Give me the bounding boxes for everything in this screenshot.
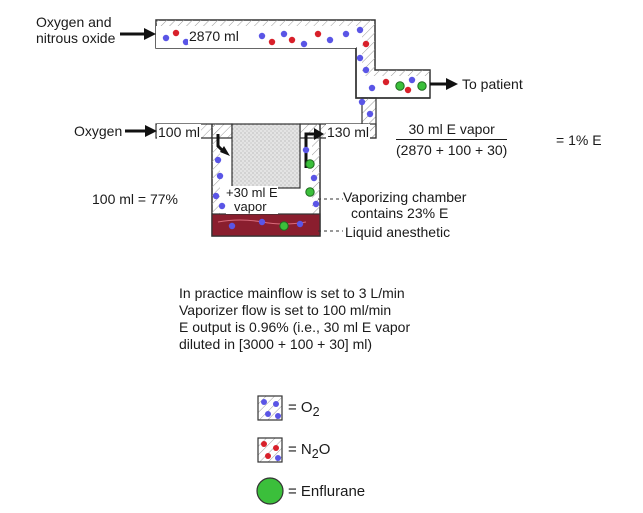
oxygen-molecule	[300, 40, 308, 48]
oxygen-molecule	[214, 156, 222, 164]
label-chamber-desc-line-2: contains 23% E	[351, 205, 449, 221]
arrow-chamber-up-head	[314, 128, 324, 140]
oxygen-molecule	[162, 34, 170, 42]
oxygen-molecule	[228, 222, 236, 230]
label-vaporizer-in-flow: 100 ml	[157, 124, 202, 140]
legend-nitrous-oxide-dot	[273, 445, 279, 451]
legend-nitrous-oxide-dot	[265, 453, 271, 459]
label-inlet-main: Oxygen and nitrous oxide	[36, 14, 115, 46]
leader-lines	[318, 198, 343, 232]
legend-oxygen-dot	[275, 413, 281, 419]
legend-label-nitrous-oxide: = N2O	[288, 441, 330, 461]
oxygen-molecule	[368, 84, 376, 92]
oxygen-molecule	[212, 192, 220, 200]
oxygen-molecule	[258, 32, 266, 40]
legend-oxygen-dot	[261, 399, 267, 405]
practice-note: In practice mainflow is set to 3 L/min V…	[179, 285, 410, 353]
arrow-to-patient-head	[446, 78, 458, 90]
legend-oxygen-prefix: = O	[288, 399, 313, 416]
oxygen-molecule	[408, 76, 416, 84]
practice-note-line-4: diluted in [3000 + 100 + 30] ml)	[179, 336, 373, 352]
oxygen-molecule	[356, 54, 364, 62]
label-chamber-desc-line-1: Vaporizing chamber	[343, 189, 467, 205]
oxygen-molecule	[182, 38, 190, 46]
label-to-patient: To patient	[462, 76, 523, 92]
legend-dots	[261, 399, 281, 461]
formula-denominator: (2870 + 100 + 30)	[396, 142, 508, 158]
oxygen-molecule	[326, 36, 334, 44]
enflurane-molecule	[305, 187, 315, 197]
arrow-inlet-main-head	[144, 28, 156, 40]
legend-oxygen-dot	[275, 455, 281, 461]
oxygen-molecule	[216, 172, 224, 180]
label-liquid: Liquid anesthetic	[345, 224, 451, 240]
label-inlet-main-line-1: Oxygen and	[36, 14, 112, 30]
oxygen-molecule	[356, 26, 364, 34]
nitrous-oxide-molecule	[268, 38, 276, 46]
label-percent-left: 100 ml = 77%	[92, 191, 178, 207]
nitrous-oxide-molecule	[314, 30, 322, 38]
enflurane-molecule	[417, 81, 427, 91]
oxygen-molecule	[312, 200, 320, 208]
legend-enflurane-prefix: = Enflurane	[288, 483, 366, 500]
label-chamber-vapor-line-1: +30 ml E	[226, 185, 278, 200]
oxygen-molecule	[218, 202, 226, 210]
formula-fraction: 30 ml E vapor (2870 + 100 + 30)	[396, 121, 508, 158]
molecules	[162, 26, 427, 231]
enflurane-molecule	[305, 159, 315, 169]
legend-swatch-enflurane	[256, 477, 284, 505]
label-inlet-main-line-2: nitrous oxide	[36, 30, 116, 46]
practice-note-line-3: E output is 0.96% (i.e., 30 ml E vapor	[179, 319, 411, 335]
liquid-anesthetic-layer	[211, 213, 321, 237]
flow-arrows	[120, 28, 458, 168]
legend-label-oxygen: = O2	[288, 399, 320, 419]
label-main-flow: 2870 ml	[188, 28, 240, 44]
arrow-chamber-down-head	[220, 146, 230, 156]
legend-oxygen-dot	[273, 401, 279, 407]
legend-oxygen-dot	[265, 411, 271, 417]
practice-note-line-2: Vaporizer flow is set to 100 ml/min	[179, 302, 392, 318]
formula-result: = 1% E	[556, 132, 602, 148]
enflurane-molecule	[395, 81, 405, 91]
legend-nitrous-sub: 2	[311, 447, 319, 461]
legend-nitrous-oxide-dot	[261, 441, 267, 447]
nitrous-oxide-molecule	[172, 29, 180, 37]
oxygen-molecule	[358, 98, 366, 106]
oxygen-molecule	[302, 146, 310, 154]
practice-note-line-1: In practice mainflow is set to 3 L/min	[179, 285, 405, 301]
arrow-inlet-oxygen-head	[145, 125, 157, 137]
nitrous-oxide-molecule	[362, 40, 370, 48]
legend-nitrous-prefix: = N	[288, 441, 312, 458]
label-oxygen-inlet: Oxygen	[74, 123, 123, 139]
legend-label-enflurane: = Enflurane	[288, 483, 365, 500]
nitrous-oxide-molecule	[382, 78, 390, 86]
label-chamber-vapor-line-2: vapor	[234, 199, 267, 214]
label-chamber-vapor: +30 ml E vapor	[226, 186, 278, 214]
nitrous-oxide-molecule	[404, 86, 412, 94]
legend-oxygen-sub: 2	[312, 405, 320, 419]
enflurane-molecule	[279, 221, 289, 231]
oxygen-molecule	[310, 174, 318, 182]
oxygen-molecule	[362, 66, 370, 74]
nitrous-oxide-molecule	[288, 36, 296, 44]
oxygen-molecule	[342, 30, 350, 38]
oxygen-molecule	[280, 30, 288, 38]
oxygen-molecule	[296, 220, 304, 228]
label-chamber-desc: Vaporizing chamber contains 23% E	[343, 189, 466, 221]
legend-nitrous-suffix: O	[318, 441, 331, 458]
oxygen-molecule	[366, 110, 374, 118]
label-vaporizer-out-flow: 130 ml	[326, 124, 371, 140]
formula-numerator: 30 ml E vapor	[396, 121, 508, 140]
oxygen-molecule	[258, 218, 266, 226]
arrow-chamber-up	[304, 132, 316, 168]
